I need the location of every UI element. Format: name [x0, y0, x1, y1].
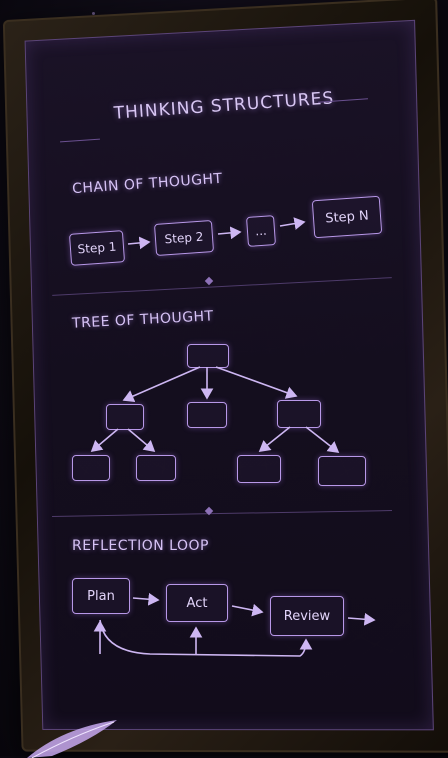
chain-arrow-1	[127, 236, 151, 250]
tree-node-right	[277, 400, 321, 428]
background-light	[92, 12, 95, 15]
reflection-act-node: Act	[166, 584, 228, 622]
tree-leaf-4	[318, 456, 366, 486]
quill-feather-icon	[27, 720, 117, 758]
tree-leaf-1	[72, 455, 110, 481]
tree-edge-right	[215, 366, 298, 399]
tree-node-left	[106, 404, 144, 430]
tree-edge-leaf1	[90, 428, 119, 453]
tree-leaf-2	[136, 455, 176, 481]
reflection-arrow-out	[347, 612, 376, 626]
reflection-review-node: Review	[270, 596, 344, 636]
reflection-loop-back	[99, 619, 313, 657]
chain-arrow-3	[279, 217, 306, 230]
reflection-arrow-act-review	[231, 603, 264, 617]
reflection-plan-node: Plan	[72, 578, 130, 614]
reflection-arrow-plan-act	[132, 592, 160, 606]
tree-node-middle	[187, 402, 227, 428]
chain-arrow-2	[217, 226, 242, 240]
tree-leaf-3	[237, 455, 281, 483]
tree-edge-leaf4	[305, 426, 340, 453]
tree-root-node	[187, 344, 229, 368]
reflection-loop-heading: REFLECTION LOOP	[72, 538, 209, 554]
tree-edge-leaf3	[258, 426, 291, 452]
tree-edge-leaf2	[127, 428, 156, 453]
tree-edge-left	[122, 366, 201, 403]
